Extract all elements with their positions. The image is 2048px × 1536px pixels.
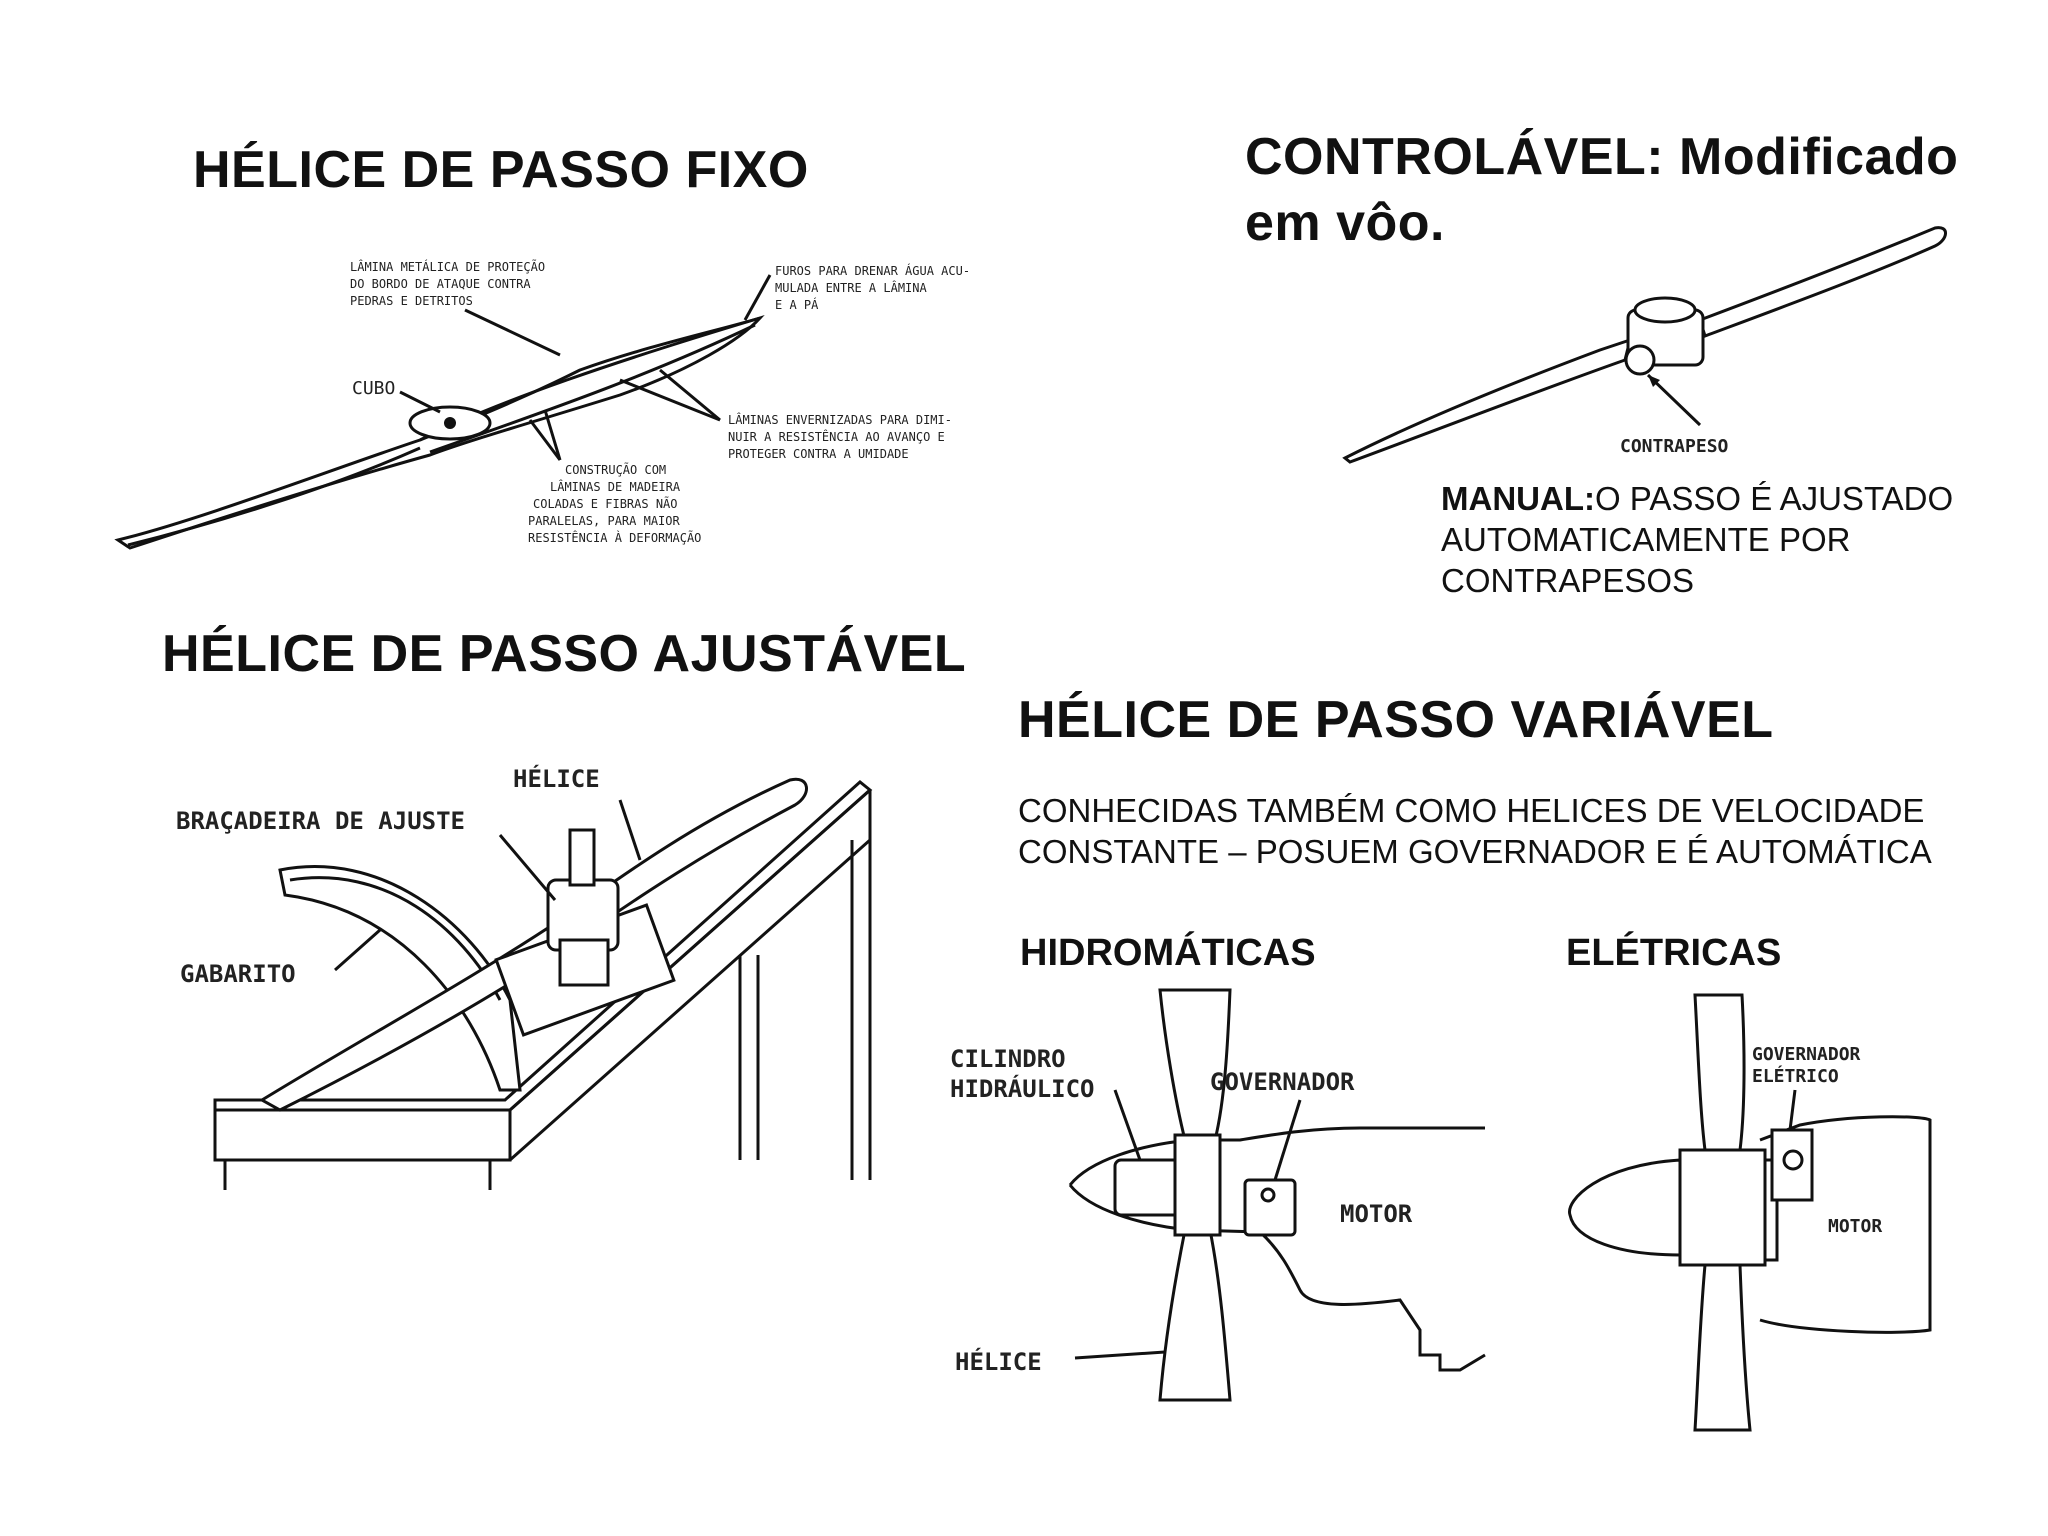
counterweight-icon [1624, 344, 1656, 376]
variable-desc-line2: CONSTANTE – POSUEM GOVERNADOR E É AUTOMÁ… [1018, 833, 1932, 870]
label-furos-2: MULADA ENTRE A LÂMINA [775, 280, 927, 295]
label-construcao-2: LÂMINAS DE MADEIRA [550, 479, 681, 494]
manual-label: MANUAL: [1441, 480, 1595, 517]
variable-description: CONHECIDAS TAMBÉM COMO HELICES DE VELOCI… [1018, 790, 1932, 872]
controllable-title-line1: CONTROLÁVEL: Modificado [1245, 128, 1959, 186]
label-construcao-4: PARALELAS, PARA MAIOR [528, 514, 680, 528]
label-governador-hydro: GOVERNADOR [1210, 1068, 1355, 1096]
label-governador-ele-1: GOVERNADOR [1752, 1044, 1861, 1065]
label-helice-hydro: HÉLICE [955, 1347, 1042, 1376]
label-gabarito: GABARITO [180, 960, 296, 988]
label-cilindro-1: CILINDRO [950, 1045, 1066, 1073]
label-contrapeso: CONTRAPESO [1620, 436, 1729, 457]
manual-line1: O PASSO É AJUSTADO [1594, 480, 1954, 517]
adjustable-leaders [334, 799, 642, 972]
electric-title: ELÉTRICAS [1566, 932, 1782, 974]
variable-desc-line1: CONHECIDAS TAMBÉM COMO HELICES DE VELOCI… [1018, 792, 1925, 829]
controllable-title-line2: em vôo. [1245, 194, 1445, 252]
hydromatic-leaders [1074, 1089, 1302, 1360]
workbench [213, 780, 873, 1190]
label-cilindro-2: HIDRÁULICO [950, 1074, 1095, 1103]
fixed-labels: LÂMINA METÁLICA DE PROTEÇÃO DO BORDO DE … [350, 259, 970, 545]
label-helice-adjustable: HÉLICE [513, 764, 600, 793]
controllable-title: CONTROLÁVEL: Modificado em vôo. [1245, 124, 1958, 256]
electric-engine [1568, 1115, 1932, 1334]
label-lamina-metalica-2: DO BORDO DE ATAQUE CONTRA [350, 277, 531, 291]
label-motor-electric: MOTOR [1828, 1216, 1882, 1237]
label-construcao-1: CONSTRUÇÃO COM [565, 462, 666, 477]
label-lamina-metalica-1: LÂMINA METÁLICA DE PROTEÇÃO [350, 259, 545, 274]
hydromatic-blade [1158, 988, 1232, 1402]
fixed-propeller-blade [114, 315, 765, 550]
fixed-propeller-leaders [399, 274, 772, 461]
label-furos-1: FUROS PARA DRENAR ÁGUA ACU- [775, 263, 970, 278]
variable-pitch-title: HÉLICE DE PASSO VARIÁVEL [1018, 691, 1774, 749]
label-furos-3: E A PÁ [775, 297, 819, 312]
spinner-icon [1568, 1158, 1682, 1257]
label-laminas-env-3: PROTEGER CONTRA A UMIDADE [728, 447, 909, 461]
manual-description: MANUAL:O PASSO É AJUSTADO AUTOMATICAMENT… [1441, 478, 1953, 601]
label-laminas-env-2: NUIR A RESISTÊNCIA AO AVANÇO E [728, 429, 945, 444]
adjustment-clamp [494, 828, 676, 1037]
label-construcao-5: RESISTÊNCIA À DEFORMAÇÃO [528, 530, 701, 545]
electric-governor-icon [1770, 1128, 1814, 1202]
electric-blade [1693, 993, 1752, 1432]
label-governador-ele-2: ELÉTRICO [1752, 1065, 1839, 1087]
hydro-governor-icon [1243, 1178, 1297, 1237]
label-motor-hydro: MOTOR [1340, 1200, 1413, 1228]
controllable-blade-right [1698, 226, 1947, 338]
manual-line2: AUTOMATICAMENTE POR [1441, 521, 1851, 558]
label-bracadeira: BRAÇADEIRA DE AJUSTE [176, 807, 465, 835]
fixed-pitch-title: HÉLICE DE PASSO FIXO [193, 141, 809, 199]
hydromatic-title: HIDROMÁTICAS [1020, 932, 1316, 974]
label-laminas-env-1: LÂMINAS ENVERNIZADAS PARA DIMI- [728, 412, 952, 427]
label-lamina-metalica-3: PEDRAS E DETRITOS [350, 294, 473, 308]
adjustable-pitch-title: HÉLICE DE PASSO AJUSTÁVEL [162, 625, 967, 683]
label-cubo: CUBO [352, 378, 395, 399]
manual-line3: CONTRAPESOS [1441, 562, 1695, 599]
label-construcao-3: COLADAS E FIBRAS NÃO [533, 496, 678, 511]
